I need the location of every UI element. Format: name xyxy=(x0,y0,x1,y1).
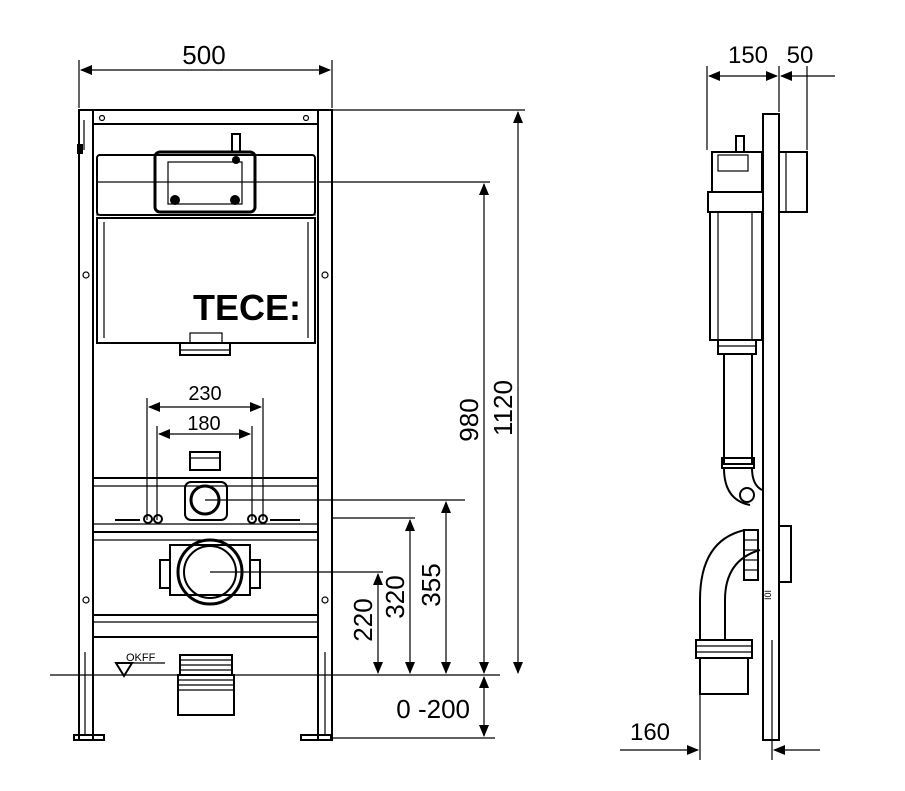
frame-left-upright xyxy=(77,109,94,741)
dim-height-upper: 320 xyxy=(380,575,410,618)
front-view: TECE: xyxy=(50,40,525,741)
dim-height-pipe-top: 355 xyxy=(416,563,446,606)
frame-right-upright xyxy=(317,109,333,741)
foot-right xyxy=(300,734,332,741)
floor-marker-icon xyxy=(114,662,165,678)
side-cistern xyxy=(707,135,764,355)
dim-inner-spacing: 180 xyxy=(187,413,220,435)
crossbar xyxy=(92,477,319,533)
drain-bend-icon xyxy=(92,531,319,606)
dim-depth-frame: 150 xyxy=(728,42,768,69)
brand-logo: TECE: xyxy=(193,287,301,328)
dim-height-tank: 980 xyxy=(454,398,484,441)
dim-depth-plate: 50 xyxy=(787,42,814,69)
floor-label: OKFF xyxy=(126,652,156,664)
side-view: I0I xyxy=(620,42,835,760)
dim-height-total: 1120 xyxy=(488,380,518,436)
foot-left xyxy=(73,734,105,741)
dim-depth-bottom: 160 xyxy=(630,719,670,746)
dim-floor-adjust: 0 -200 xyxy=(396,694,470,724)
valve-icon xyxy=(153,133,257,214)
drain-pipe xyxy=(177,654,235,716)
cistern: TECE: xyxy=(96,154,316,344)
side-label-mark: I0I xyxy=(763,590,773,600)
frame-top-bar xyxy=(92,109,319,125)
side-flush-pipe xyxy=(721,353,763,506)
side-drain-bend xyxy=(695,529,761,695)
dim-outer-spacing: 230 xyxy=(188,383,221,405)
side-frame xyxy=(762,113,780,741)
dim-width-total: 500 xyxy=(182,40,225,70)
dim-height-drain: 220 xyxy=(348,598,378,641)
